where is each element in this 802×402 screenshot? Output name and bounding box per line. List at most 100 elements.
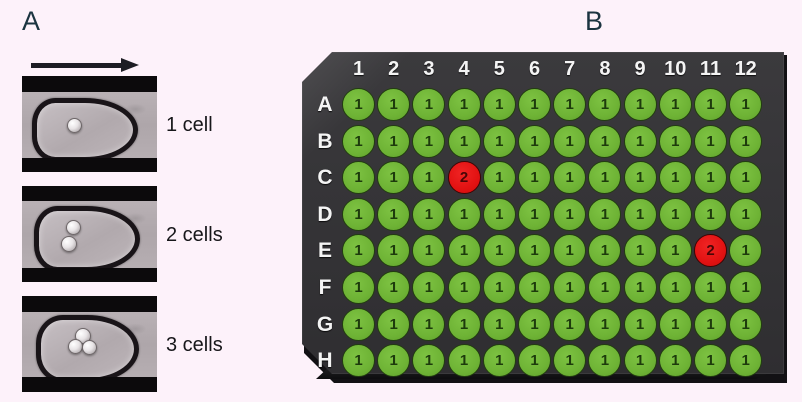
well-D3[interactable]: 1	[412, 197, 446, 231]
well-E7[interactable]: 1	[553, 234, 587, 268]
well-E5[interactable]: 1	[482, 234, 516, 268]
well-C12[interactable]: 1	[729, 161, 763, 195]
well-C4[interactable]: 2	[447, 161, 481, 195]
well-A2[interactable]: 1	[377, 88, 411, 121]
well-A9[interactable]: 1	[623, 88, 657, 121]
well-G2[interactable]: 1	[377, 307, 411, 341]
well-D11[interactable]: 1	[694, 197, 727, 231]
row-header-A: A	[317, 93, 333, 116]
well-A11[interactable]: 1	[694, 88, 727, 121]
well-E4[interactable]: 1	[447, 234, 481, 268]
well-H2[interactable]: 1	[377, 344, 411, 378]
well-D2[interactable]: 1	[377, 197, 411, 231]
well-H1[interactable]: 1	[342, 344, 375, 378]
well-B12[interactable]: 1	[729, 124, 763, 158]
well-H12[interactable]: 1	[729, 344, 763, 378]
well-D5[interactable]: 1	[482, 197, 516, 231]
well-C10[interactable]: 1	[658, 161, 692, 195]
well-G9[interactable]: 1	[623, 307, 657, 341]
well-E8[interactable]: 1	[588, 234, 622, 268]
well-F2[interactable]: 1	[377, 271, 411, 304]
well-G6[interactable]: 1	[518, 307, 551, 341]
well-H9[interactable]: 1	[623, 344, 657, 378]
well-D12[interactable]: 1	[729, 197, 763, 231]
well-G3[interactable]: 1	[412, 307, 446, 341]
well-G12[interactable]: 1	[729, 307, 763, 341]
well-C3[interactable]: 1	[412, 161, 446, 195]
well-F3[interactable]: 1	[412, 271, 446, 304]
well-A10[interactable]: 1	[658, 88, 692, 121]
well-B1[interactable]: 1	[342, 124, 375, 158]
well-B4[interactable]: 1	[447, 124, 481, 158]
well-B2[interactable]: 1	[377, 124, 411, 158]
well-F1[interactable]: 1	[342, 271, 375, 304]
well-F4[interactable]: 1	[447, 271, 481, 304]
well-H6[interactable]: 1	[518, 344, 551, 378]
well-D8[interactable]: 1	[588, 197, 622, 231]
well-H8[interactable]: 1	[588, 344, 622, 378]
well-D4[interactable]: 1	[447, 197, 481, 231]
well-B8[interactable]: 1	[588, 124, 622, 158]
well-A5[interactable]: 1	[482, 88, 516, 121]
well-C1[interactable]: 1	[342, 161, 375, 195]
well-D9[interactable]: 1	[623, 197, 657, 231]
well-E12[interactable]: 1	[729, 234, 763, 268]
well-B6[interactable]: 1	[518, 124, 551, 158]
well-C7[interactable]: 1	[553, 161, 587, 195]
well-H10[interactable]: 1	[658, 344, 692, 378]
well-B11[interactable]: 1	[694, 124, 727, 158]
well-B3[interactable]: 1	[412, 124, 446, 158]
well-E9[interactable]: 1	[623, 234, 657, 268]
well-F8[interactable]: 1	[588, 271, 622, 304]
well-D6[interactable]: 1	[518, 197, 551, 231]
well-E11[interactable]: 2	[694, 234, 727, 268]
well-C9[interactable]: 1	[623, 161, 657, 195]
well-A12[interactable]: 1	[729, 88, 763, 121]
well-G10[interactable]: 1	[658, 307, 692, 341]
well-D10[interactable]: 1	[658, 197, 692, 231]
well-E1[interactable]: 1	[342, 234, 375, 268]
well-H7[interactable]: 1	[553, 344, 587, 378]
well-F5[interactable]: 1	[482, 271, 516, 304]
well-E3[interactable]: 1	[412, 234, 446, 268]
well-E10[interactable]: 1	[658, 234, 692, 268]
well-F11[interactable]: 1	[694, 271, 727, 304]
well-H4[interactable]: 1	[447, 344, 481, 378]
well-B5[interactable]: 1	[482, 124, 516, 158]
well-A7[interactable]: 1	[553, 88, 587, 121]
well-G7[interactable]: 1	[553, 307, 587, 341]
well-C8[interactable]: 1	[588, 161, 622, 195]
well-D7[interactable]: 1	[553, 197, 587, 231]
well-G8[interactable]: 1	[588, 307, 622, 341]
well-E2[interactable]: 1	[377, 234, 411, 268]
well-C2[interactable]: 1	[377, 161, 411, 195]
well-B9[interactable]: 1	[623, 124, 657, 158]
well-F6[interactable]: 1	[518, 271, 551, 304]
well-C5[interactable]: 1	[482, 161, 516, 195]
well-F10[interactable]: 1	[658, 271, 692, 304]
well-A3[interactable]: 1	[412, 88, 446, 121]
micrograph-1-cell	[22, 76, 157, 172]
well-A8[interactable]: 1	[588, 88, 622, 121]
well-D1[interactable]: 1	[342, 197, 375, 231]
well-B10[interactable]: 1	[658, 124, 692, 158]
well-C11[interactable]: 1	[694, 161, 727, 195]
well-F9[interactable]: 1	[623, 271, 657, 304]
well-A1[interactable]: 1	[342, 88, 375, 121]
well-A4[interactable]: 1	[447, 88, 481, 121]
well-G4[interactable]: 1	[447, 307, 481, 341]
well-G5[interactable]: 1	[482, 307, 516, 341]
well-H3[interactable]: 1	[412, 344, 446, 378]
well-F12[interactable]: 1	[729, 271, 763, 304]
well-C6[interactable]: 1	[518, 161, 551, 195]
well-H5[interactable]: 1	[482, 344, 516, 378]
well-B7[interactable]: 1	[553, 124, 587, 158]
panel-a-letter: A	[22, 6, 41, 36]
well-G11[interactable]: 1	[694, 307, 727, 341]
row-header-B: B	[317, 129, 333, 153]
well-E6[interactable]: 1	[518, 234, 551, 268]
well-G1[interactable]: 1	[342, 307, 375, 341]
well-H11[interactable]: 1	[694, 344, 727, 378]
well-A6[interactable]: 1	[518, 88, 551, 121]
well-F7[interactable]: 1	[553, 271, 587, 304]
